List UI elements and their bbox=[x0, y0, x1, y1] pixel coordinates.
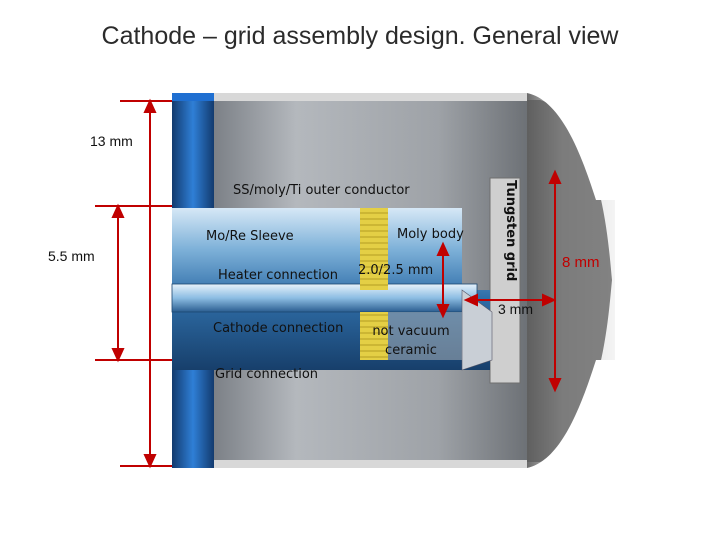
ceramic-body bbox=[388, 312, 462, 360]
page-title: Cathode – grid assembly design. General … bbox=[101, 22, 619, 50]
label-cathode-connection: Cathode connection bbox=[213, 321, 344, 336]
moly-body-lower bbox=[360, 312, 388, 360]
dimension-grid-gap: 3 mm bbox=[498, 301, 533, 317]
label-grid-connection: Grid connection bbox=[215, 367, 319, 382]
label-sleeve: Mo/Re Sleeve bbox=[206, 229, 294, 244]
label-tungsten-grid: Tungsten grid bbox=[503, 180, 518, 282]
dimension-outer: 13 mm bbox=[90, 133, 133, 149]
label-gap: 2.0/2.5 mm bbox=[358, 263, 434, 278]
label-outer-conductor: SS/moly/Ti outer conductor bbox=[233, 183, 410, 198]
label-heater-connection: Heater connection bbox=[218, 268, 338, 283]
moly-body-upper bbox=[360, 208, 388, 290]
tungsten-grid bbox=[489, 177, 521, 384]
heater-pin bbox=[171, 283, 478, 313]
label-moly-body: Moly body bbox=[397, 227, 464, 242]
dimension-bore: 8 mm bbox=[562, 254, 600, 271]
dimension-inner: 5.5 mm bbox=[48, 248, 95, 264]
label-ceramic: not vacuum ceramic bbox=[372, 324, 450, 358]
